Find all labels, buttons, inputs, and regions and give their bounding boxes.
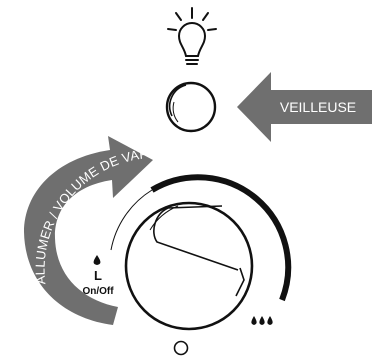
vapor-volume-knob[interactable] <box>110 174 292 331</box>
light-bulb-icon <box>167 7 217 65</box>
veilleuse-arrow: VEILLEUSE <box>237 72 372 142</box>
indicator-circle-icon <box>173 340 189 356</box>
water-drops-icon <box>251 316 273 325</box>
on-off-label: On/Off <box>82 286 114 297</box>
veilleuse-arrow-label: VEILLEUSE <box>280 99 356 115</box>
curved-arrow-label: ALLUMER / VOLUME DE VAPORISATION <box>0 0 149 285</box>
knob-pointer <box>235 267 245 297</box>
water-drop-small-icon <box>93 255 101 265</box>
vapor-scale-arc <box>150 174 292 302</box>
knob-markings: L On/Off <box>82 255 114 297</box>
veilleuse-button[interactable] <box>165 81 217 133</box>
low-letter-label: L <box>94 268 102 283</box>
